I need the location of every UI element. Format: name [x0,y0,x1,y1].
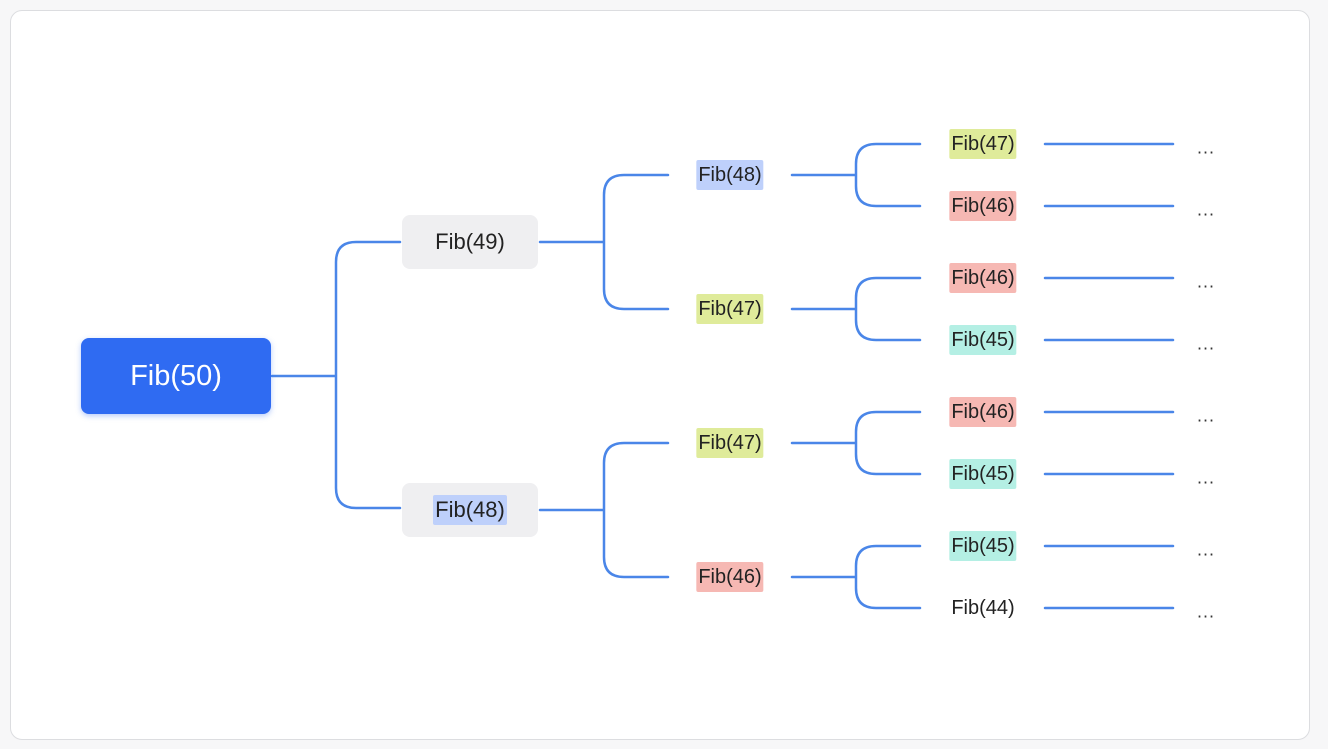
connector-root [270,240,402,510]
level2-node-4: Fib(46) [696,562,764,592]
level2-node-3: Fib(47) [696,428,764,458]
connector-l2-3 [790,410,922,476]
root-node: Fib(50) [81,338,271,414]
level1-node-2: Fib(48) [402,483,538,537]
level3-node-7: Fib(45) [949,531,1017,561]
level1-label-1: Fib(49) [435,229,505,254]
connector-l2-2 [790,276,922,342]
level2-node-1: Fib(48) [696,160,764,190]
connector-l1-top [538,173,670,311]
connector-l2-4 [790,544,922,610]
connector-l2-1 [790,142,922,208]
level3-node-8: Fib(44) [951,597,1015,619]
continuation-1: ... [1196,137,1216,158]
level1-label-2: Fib(48) [433,495,507,525]
level3-node-4: Fib(45) [949,325,1017,355]
continuation-3: ... [1196,271,1216,292]
continuation-6: ... [1196,467,1216,488]
connector-l1-bottom [538,441,670,579]
continuation-5: ... [1196,405,1216,426]
continuation-8: ... [1196,601,1216,622]
level3-node-3: Fib(46) [949,263,1017,293]
level3-node-1: Fib(47) [949,129,1017,159]
level3-node-6: Fib(45) [949,459,1017,489]
level1-node-1: Fib(49) [402,215,538,269]
continuation-4: ... [1196,333,1216,354]
level3-node-2: Fib(46) [949,191,1017,221]
continuation-2: ... [1196,199,1216,220]
level2-node-2: Fib(47) [696,294,764,324]
continuation-7: ... [1196,539,1216,560]
level3-node-5: Fib(46) [949,397,1017,427]
